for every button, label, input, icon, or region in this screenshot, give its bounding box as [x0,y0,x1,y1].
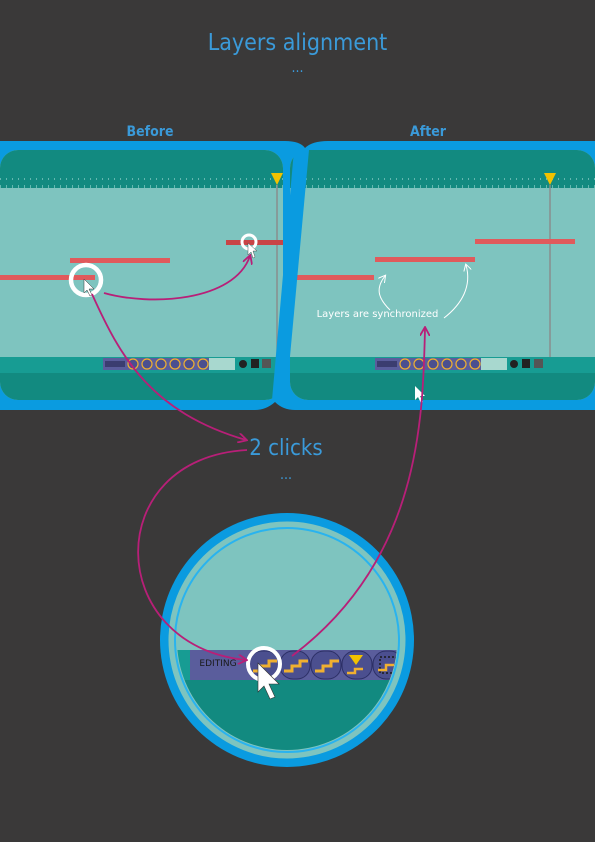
playhead-marker-icon[interactable] [271,173,283,185]
after-layer-1[interactable] [290,275,374,280]
after-layer-3[interactable] [475,239,575,244]
after-label: After [409,124,446,140]
playhead-marker-icon [349,655,363,665]
before-layer-1[interactable] [0,275,95,280]
annotation-arrows [91,256,425,660]
page-title: Layers alignment [207,30,388,56]
zoom-callout [160,513,414,767]
after-toolbar [375,358,543,370]
playhead-marker-icon[interactable] [544,173,556,185]
title-ellipsis: ... [291,60,304,76]
before-panel [0,150,283,400]
align-layers-icon [315,659,339,673]
align-layers-icon [284,659,308,673]
panels-divider [272,148,309,402]
click-ring-icon [68,262,104,298]
cursor-pointer-icon [415,386,425,403]
cursor-pointer-icon [257,662,280,700]
before-layer-2[interactable] [70,258,170,263]
cursor-pointer-icon [83,278,95,297]
clicks-ellipsis: ... [280,467,292,483]
before-label: Before [126,124,174,140]
sync-pointers [379,265,468,319]
editing-mode-label: EDITING [199,659,237,669]
after-panel [290,150,595,400]
sync-note: Layers are synchronized [316,309,439,320]
after-layer-2[interactable] [375,257,475,262]
clicks-label: 2 clicks [249,436,323,461]
